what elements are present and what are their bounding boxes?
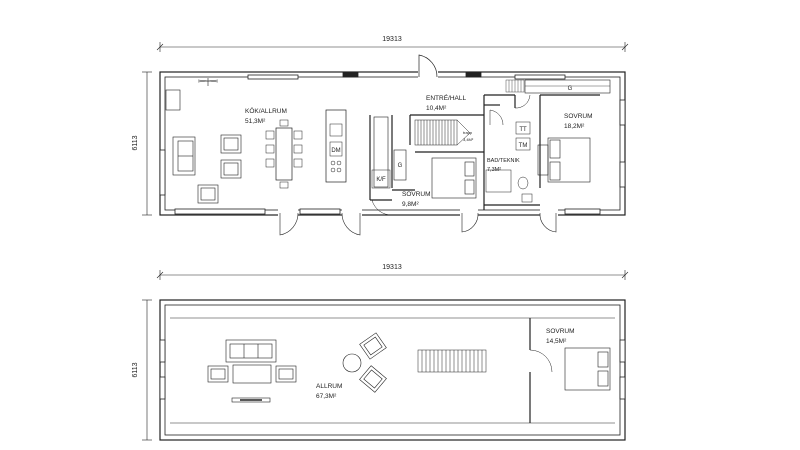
bath-room-name: BAD/TEKNIK	[487, 158, 520, 164]
bath-room-area: 7,3M²	[487, 167, 501, 173]
window-top-4	[514, 74, 566, 80]
upper-floor-plan: 19313 6113	[132, 264, 629, 441]
upper-armchair-2	[359, 365, 387, 393]
stair-hatch-top	[505, 79, 525, 93]
dining-chairs	[265, 119, 303, 189]
window-right-2	[619, 161, 626, 188]
hall-room-area: 10,4M²	[426, 105, 447, 112]
vent-mark	[197, 78, 219, 86]
large-bedroom-name: SOVRUM	[564, 113, 593, 120]
upper-coffee-table	[232, 364, 272, 384]
hall-wardrobe	[393, 149, 407, 181]
bed-large	[537, 137, 591, 183]
kitchen-island	[325, 109, 347, 183]
upper-outer-wall	[159, 299, 626, 441]
hall-wardrobe-label: G	[398, 163, 403, 169]
patio-door-2	[341, 212, 361, 236]
small-bedroom-area: 9,8M²	[402, 201, 419, 208]
hall-room-name: ENTRÉ/HALL	[426, 93, 466, 102]
ground-depth-dimension	[142, 71, 152, 216]
window-left	[159, 149, 166, 196]
interior-walls	[369, 94, 600, 210]
window-top-3	[465, 71, 482, 78]
fridge-box	[371, 169, 391, 189]
kitchen-room-area: 51,3M²	[245, 118, 266, 125]
upper-window-right-2	[619, 376, 626, 400]
upper-bed	[564, 347, 611, 391]
cooktop	[330, 160, 342, 173]
ground-inner-wall	[164, 76, 621, 211]
washer-box	[515, 137, 531, 151]
wardrobe-top-label: G	[568, 86, 573, 92]
window-bottom-2	[299, 208, 341, 215]
bedroom-door-arc	[514, 94, 531, 109]
upper-round-table	[342, 353, 362, 373]
stair-ground	[414, 119, 471, 146]
upper-bedroom-name: SOVRUM	[546, 328, 575, 335]
large-bedroom-area: 18,2M²	[564, 123, 585, 130]
patio-door-1	[279, 212, 299, 236]
upper-stair	[417, 349, 487, 373]
upper-tv-bench	[231, 397, 271, 403]
patio-door-4	[539, 212, 557, 233]
stair-room-name: trapp	[463, 130, 473, 135]
upper-pouf-left	[207, 365, 229, 383]
ground-width-dim-label: 19313	[382, 36, 402, 43]
dryer-label: TT	[519, 127, 527, 133]
ground-depth-dim-label: 6113	[132, 135, 139, 150]
armchair-ground-3	[197, 184, 219, 204]
washer-label: TM	[519, 143, 528, 149]
window-bottom-1	[174, 208, 266, 215]
bed-small	[431, 157, 477, 199]
window-top-2	[342, 71, 359, 78]
upper-sofa	[225, 339, 277, 363]
small-bed-door-arc	[371, 199, 393, 216]
shower	[485, 169, 512, 193]
upper-width-dimension	[156, 270, 629, 280]
window-top-1	[247, 74, 299, 80]
upper-window-left-2	[159, 376, 166, 400]
upper-window-right-1	[619, 339, 626, 363]
patio-door-3	[461, 212, 479, 233]
upper-width-dim-label: 19313	[382, 264, 402, 271]
ground-outer-wall	[159, 71, 626, 216]
armchair-ground-2	[220, 159, 242, 179]
dining-table	[275, 127, 293, 181]
upper-window-left-1	[159, 339, 166, 363]
upper-pouf-right	[275, 365, 297, 383]
dryer-box	[515, 121, 531, 135]
stair-room-area: 3,4M²	[463, 137, 474, 142]
toilet	[517, 176, 529, 190]
ground-width-dimension	[156, 42, 629, 52]
upper-inner-wall	[164, 304, 621, 436]
bath-door-arc	[489, 109, 504, 126]
entrance-door	[418, 54, 438, 78]
upper-bedroom-door	[529, 349, 553, 373]
sofa-ground	[172, 136, 196, 176]
sink	[329, 123, 343, 137]
fridge-label: K/F	[376, 177, 386, 183]
upper-armchair-1	[359, 332, 387, 360]
dishwasher-label: DM	[331, 148, 340, 154]
upper-living-area: 67,3M²	[316, 393, 337, 400]
dishwasher-box	[329, 141, 343, 157]
window-right-1	[619, 99, 626, 126]
upper-depth-dimension	[142, 299, 152, 441]
armchair-ground-1	[220, 134, 242, 154]
kitchen-counter	[373, 116, 389, 188]
upper-bedroom-area: 14,5M²	[546, 338, 567, 345]
upper-living-name: ALLRUM	[316, 383, 342, 390]
basin	[521, 193, 533, 203]
side-table-ground	[165, 89, 181, 111]
upper-depth-dim-label: 6113	[132, 362, 139, 377]
wardrobe-top-right	[524, 79, 611, 94]
kitchen-room-name: KÖK/ALLRUM	[245, 107, 287, 115]
ground-floor-plan: 19313 6113	[132, 36, 629, 236]
small-bedroom-name: SOVRUM	[402, 191, 431, 198]
window-bottom-3	[564, 208, 601, 215]
